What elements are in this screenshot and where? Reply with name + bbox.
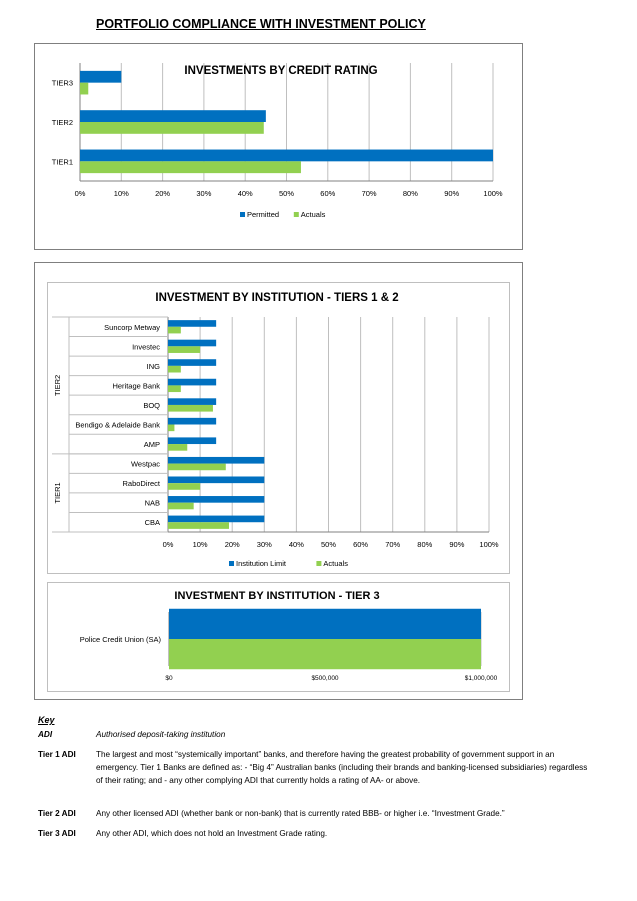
key-definition: Authorised deposit-taking institution [96,730,226,739]
category-label: Police Credit Union (SA) [80,635,162,644]
bar-actual [168,522,229,529]
bar-actual [168,483,201,490]
bar-limit [168,515,265,523]
x-tick-label: 50% [279,189,294,198]
chart-title: INVESTMENT BY INSTITUTION - TIER 3 [174,590,379,602]
x-tick-label: 70% [362,189,377,198]
chart-title: INVESTMENTS BY CREDIT RATING [184,65,377,77]
x-tick-label: 20% [225,540,240,549]
x-tick-label: 0% [163,540,174,549]
legend-swatch [229,561,234,566]
category-label: BOQ [143,401,160,410]
key-term: Tier 2 ADI [38,809,76,818]
bar-limit [168,417,217,425]
bar-limit [168,320,217,327]
bar-limit [168,496,265,503]
bar-actual [80,161,301,174]
x-tick-label: 10% [193,540,208,549]
bar-actual [169,639,481,670]
group-label: TIER2 [53,375,62,396]
legend-label: Actuals [323,559,348,568]
bar-actual [168,346,201,353]
x-tick-label: 0% [75,189,86,198]
legend-swatch [316,561,322,566]
category-label: Bendigo & Adelaide Bank [75,421,160,430]
key-term: ADI [38,730,53,739]
x-tick-label: 70% [385,540,400,549]
x-tick-label: 80% [403,189,418,198]
category-label: RaboDirect [122,479,160,488]
bar-limit [169,608,481,639]
tiers-chart-frame [47,282,510,574]
page-title: PORTFOLIO COMPLIANCE WITH INVESTMENT POL… [96,17,426,31]
bar-actual [168,502,194,510]
bar-limit [168,359,217,366]
category-label: CBA [145,518,160,527]
x-tick-label: 90% [444,189,459,198]
x-tick-label: $500,000 [311,675,338,682]
bar-limit [80,70,122,83]
legend-label: Institution Limit [236,559,287,568]
legend-swatch [293,212,299,217]
x-tick-label: 40% [238,189,253,198]
bar-actual [168,385,181,393]
bar-limit [168,456,265,464]
category-label: AMP [144,440,160,449]
key-definition: Any other licensed ADI (whether bank or … [96,809,505,818]
x-tick-label: 80% [417,540,432,549]
chart-title: INVESTMENT BY INSTITUTION - TIERS 1 & 2 [155,292,398,304]
bar-limit [168,339,217,347]
key-term: Tier 3 ADI [38,829,76,838]
category-label: Investec [132,342,160,351]
bar-actual [168,326,181,334]
x-tick-label: $1,000,000 [465,675,498,682]
key-definition: The largest and most “systemically impor… [96,750,588,785]
bar-limit [80,149,493,162]
bar-actual [168,404,213,412]
group-label: TIER1 [53,482,62,503]
x-tick-label: 30% [196,189,211,198]
category-label: Heritage Bank [112,381,160,390]
x-tick-label: 60% [353,540,368,549]
x-tick-label: 20% [155,189,170,198]
category-label: TIER3 [52,79,73,88]
bar-actual [80,122,264,134]
x-tick-label: $0 [165,675,173,682]
key-definition: Any other ADI, which does not hold an In… [96,829,328,838]
key-heading: Key [38,715,55,725]
x-tick-label: 60% [320,189,335,198]
x-tick-label: 90% [449,540,464,549]
bar-limit [168,378,217,386]
category-label: Suncorp Metway [104,323,160,332]
bar-limit [168,437,217,445]
x-tick-label: 30% [257,540,272,549]
bar-limit [168,398,217,405]
category-label: TIER1 [52,157,73,166]
category-label: Westpac [131,460,160,469]
bar-actual [168,365,181,373]
legend-label: Permitted [247,210,279,219]
legend-label: Actuals [301,210,326,219]
x-tick-label: 100% [483,189,503,198]
category-label: TIER2 [52,118,73,127]
bar-limit [80,110,266,122]
x-tick-label: 10% [114,189,129,198]
bar-actual [168,424,175,432]
key-term: Tier 1 ADI [38,750,76,759]
x-tick-label: 40% [289,540,304,549]
category-label: ING [147,362,161,371]
x-tick-label: 50% [321,540,336,549]
bar-actual [168,444,188,451]
x-tick-label: 100% [479,540,499,549]
bar-actual [168,463,226,471]
legend-swatch [240,212,245,217]
bar-limit [168,476,265,484]
category-label: NAB [145,499,160,508]
bar-actual [80,82,89,95]
